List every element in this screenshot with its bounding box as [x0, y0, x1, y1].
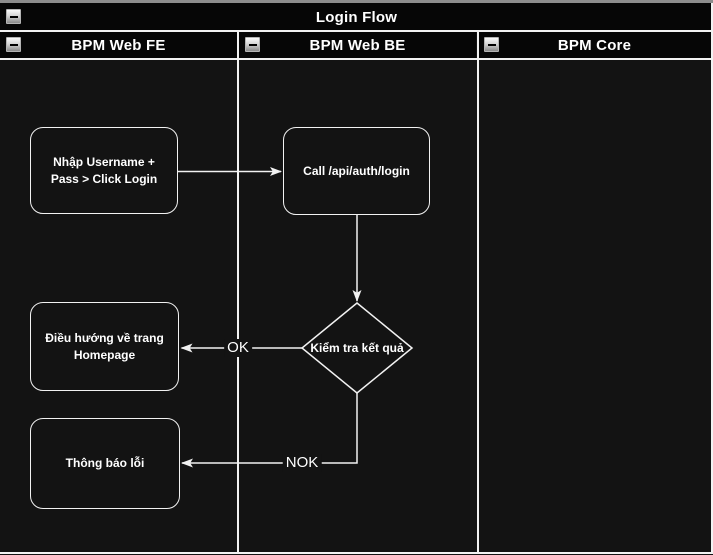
pool-title-divider	[0, 30, 713, 32]
lane-header-bpm-core[interactable]: BPM Core	[478, 32, 711, 58]
pool-bottom-border	[0, 551, 713, 554]
lane-label: BPM Web FE	[71, 36, 166, 54]
minus-icon	[487, 43, 496, 46]
pool-right-border	[710, 3, 713, 553]
node-redirect-homepage[interactable]: Điều hướng về trang Homepage	[30, 302, 179, 391]
node-call-api[interactable]: Call /api/auth/login	[283, 127, 430, 215]
edge-label-nok[interactable]: NOK	[282, 454, 322, 472]
node-check-result-label: Kiểm tra kết quả	[310, 341, 404, 355]
pool-collapse-minus-icon[interactable]	[6, 9, 21, 24]
node-label: Thông báo lỗi	[65, 456, 145, 471]
pool-header-login-flow[interactable]: Login Flow	[0, 3, 713, 31]
node-label: Nhập Username + Pass > Click Login	[50, 154, 158, 186]
node-label: Điều hướng về trang Homepage	[45, 330, 164, 362]
pool-title: Login Flow	[315, 8, 398, 26]
minus-icon	[248, 43, 257, 46]
edge-label-ok[interactable]: OK	[224, 339, 252, 357]
lane-label: BPM Web BE	[309, 36, 406, 54]
lane-separator	[476, 32, 479, 553]
lane-header-bpm-web-be[interactable]: BPM Web BE	[239, 32, 476, 58]
node-error-message[interactable]: Thông báo lỗi	[30, 418, 180, 509]
minus-icon	[9, 15, 18, 18]
lane-separator	[237, 32, 239, 553]
node-label: Call /api/auth/login	[303, 163, 410, 178]
lane-header-divider	[0, 57, 713, 60]
lane-header-bpm-web-fe[interactable]: BPM Web FE	[0, 32, 237, 58]
pool-outer-border	[0, 0, 713, 3]
lane-label: BPM Core	[557, 36, 632, 54]
lane-fe-collapse-minus-icon[interactable]	[6, 37, 21, 52]
node-input-login[interactable]: Nhập Username + Pass > Click Login	[30, 127, 178, 214]
minus-icon	[9, 43, 18, 46]
lane-be-collapse-minus-icon[interactable]	[245, 37, 260, 52]
node-check-result-diamond[interactable]	[300, 302, 414, 394]
lane-core-collapse-minus-icon[interactable]	[484, 37, 499, 52]
edge-check-nok-to-error[interactable]	[181, 393, 358, 468]
lane-header-row: BPM Web FE BPM Web BE BPM Core	[0, 32, 713, 58]
